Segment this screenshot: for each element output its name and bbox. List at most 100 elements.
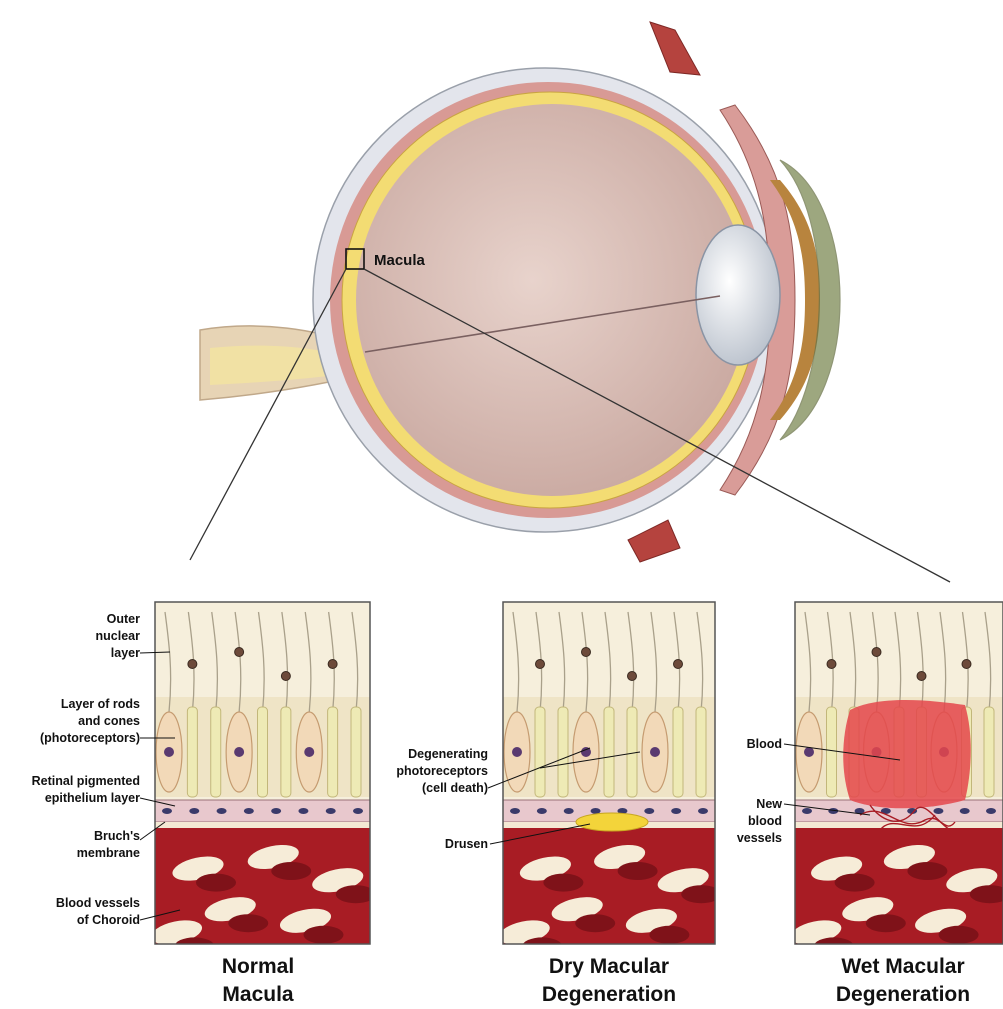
zoom-line-left — [190, 269, 346, 560]
choroid-vessel — [907, 862, 947, 880]
rod-cell — [535, 707, 545, 797]
label-retinal-pigmented-epithelium: Retinal pigmented epithelium layer — [32, 774, 175, 806]
rpe-nucleus — [644, 808, 654, 814]
title-dry-macular-degeneration: Dry Macular Degeneration — [542, 955, 676, 1006]
svg-text:Drusen: Drusen — [445, 837, 488, 851]
panel-dry-macular-degeneration — [496, 602, 721, 955]
rod-cell — [673, 707, 683, 797]
cone-nucleus — [512, 747, 522, 757]
choroid-vessel — [866, 914, 906, 932]
nucleus — [582, 648, 591, 657]
rpe-nucleus — [986, 808, 996, 814]
rpe-nucleus — [698, 808, 708, 814]
rod-cell — [604, 707, 614, 797]
panel-normal-macula — [149, 602, 376, 955]
rod-cell — [258, 707, 268, 797]
svg-text:Degeneration: Degeneration — [836, 983, 970, 1006]
nucleus — [235, 648, 244, 657]
svg-text:epithelium layer: epithelium layer — [45, 791, 140, 805]
svg-text:(photoreceptors): (photoreceptors) — [40, 731, 140, 745]
choroid-vessel — [271, 862, 311, 880]
nucleus — [674, 660, 683, 669]
svg-text:nuclear: nuclear — [96, 629, 141, 643]
rpe-nucleus — [933, 808, 943, 814]
nucleus — [328, 660, 337, 669]
rod-cell — [627, 707, 637, 797]
nucleus — [827, 660, 836, 669]
choroid-vessel — [575, 914, 615, 932]
choroid-vessel — [618, 862, 658, 880]
svg-text:Blood: Blood — [747, 737, 782, 751]
choroid-vessel — [175, 937, 215, 955]
choroid-vessel — [939, 926, 979, 944]
rpe-nucleus — [326, 808, 336, 814]
svg-text:Bruch's: Bruch's — [94, 829, 140, 843]
rpe-nucleus — [217, 808, 227, 814]
rod-cell — [281, 707, 291, 797]
eye-cross-section: Macula — [200, 22, 840, 562]
hemorrhage — [843, 700, 971, 808]
nucleus — [628, 672, 637, 681]
svg-text:Outer: Outer — [107, 612, 140, 626]
cone-nucleus — [164, 747, 174, 757]
rod-cell — [351, 707, 361, 797]
nucleus — [917, 672, 926, 681]
rpe-nucleus — [960, 808, 970, 814]
rpe-layer — [155, 800, 370, 822]
choroid-vessel — [304, 926, 344, 944]
lower-muscle — [628, 520, 680, 562]
rpe-nucleus — [271, 808, 281, 814]
rpe-nucleus — [244, 808, 254, 814]
svg-text:of Choroid: of Choroid — [77, 913, 140, 927]
rpe-nucleus — [671, 808, 681, 814]
lens — [696, 225, 780, 365]
rod-cell — [211, 707, 221, 797]
svg-text:vessels: vessels — [737, 831, 782, 845]
rod-cell — [827, 707, 837, 797]
svg-text:membrane: membrane — [77, 846, 140, 860]
nucleus — [872, 648, 881, 657]
cone-nucleus — [304, 747, 314, 757]
svg-text:Degenerating: Degenerating — [408, 747, 488, 761]
svg-text:blood: blood — [748, 814, 782, 828]
rod-cell — [187, 707, 197, 797]
rod-cell — [328, 707, 338, 797]
macula-label: Macula — [374, 252, 426, 269]
svg-text:New: New — [756, 797, 782, 811]
cone-nucleus — [234, 747, 244, 757]
choroid-vessel — [649, 926, 689, 944]
bruch-membrane — [795, 822, 1003, 828]
nucleus — [188, 660, 197, 669]
rod-cell — [696, 707, 706, 797]
rpe-nucleus — [298, 808, 308, 814]
svg-text:Macula: Macula — [222, 983, 294, 1006]
choroid-vessel — [522, 937, 562, 955]
svg-text:layer: layer — [111, 646, 140, 660]
rpe-nucleus — [802, 808, 812, 814]
svg-text:Layer of rods: Layer of rods — [61, 697, 140, 711]
svg-text:Blood vessels: Blood vessels — [56, 896, 140, 910]
nucleus — [962, 660, 971, 669]
rpe-nucleus — [510, 808, 520, 814]
rpe-nucleus — [162, 808, 172, 814]
svg-text:Normal: Normal — [222, 955, 294, 978]
svg-text:Wet Macular: Wet Macular — [841, 955, 964, 978]
cone-nucleus — [650, 747, 660, 757]
svg-text:and cones: and cones — [78, 714, 140, 728]
upper-muscle — [650, 22, 700, 75]
svg-text:(cell death): (cell death) — [422, 781, 488, 795]
title-normal-macula: Normal Macula — [222, 955, 294, 1006]
rod-cell — [558, 707, 568, 797]
rpe-nucleus — [189, 808, 199, 814]
choroid-vessel — [814, 937, 854, 955]
choroid-vessel — [835, 874, 875, 892]
rpe-nucleus — [537, 808, 547, 814]
rod-cell — [984, 707, 994, 797]
rpe-nucleus — [353, 808, 363, 814]
svg-text:Retinal pigmented: Retinal pigmented — [32, 774, 140, 788]
choroid-vessel — [228, 914, 268, 932]
svg-text:photoreceptors: photoreceptors — [396, 764, 488, 778]
title-wet-macular-degeneration: Wet Macular Degeneration — [836, 955, 970, 1006]
nucleus — [536, 660, 545, 669]
